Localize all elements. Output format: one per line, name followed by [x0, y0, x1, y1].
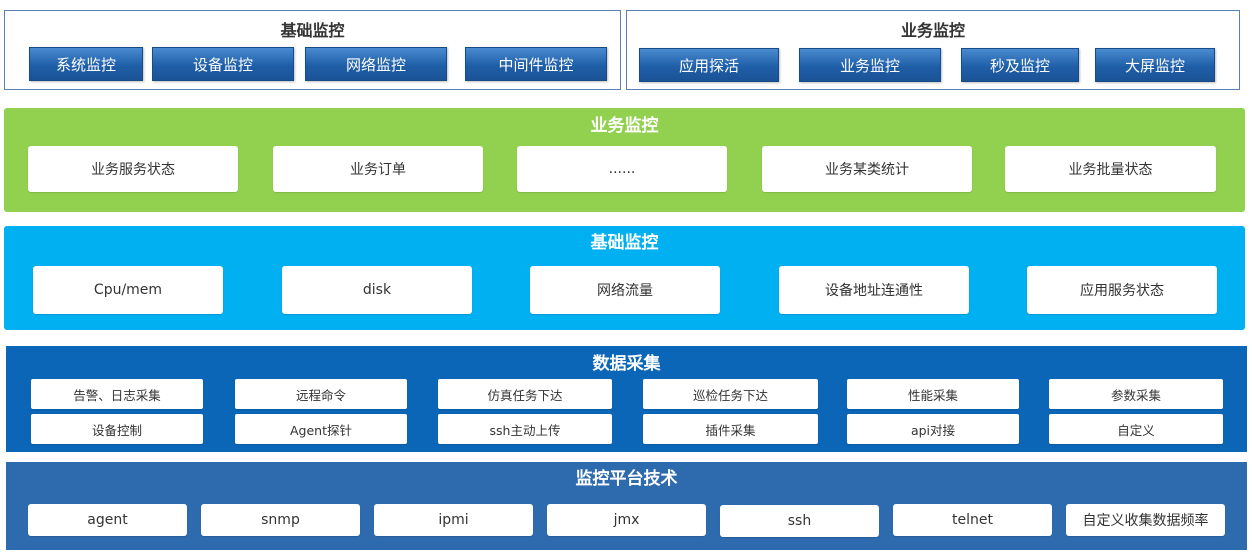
tech-item-ssh[interactable]: ssh	[720, 505, 879, 537]
app-probe-button[interactable]: 应用探活	[639, 48, 779, 82]
network-monitoring-button[interactable]: 网络监控	[305, 47, 447, 81]
tech-item-snmp[interactable]: snmp	[201, 504, 360, 536]
base-monitoring-layer: 基础监控 Cpu/mem disk 网络流量 设备地址连通性 应用服务状态	[4, 226, 1245, 330]
layer-title: 监控平台技术	[575, 469, 678, 489]
tech-item-custom-frequency[interactable]: 自定义收集数据频率	[1066, 504, 1225, 536]
data-collection-layer: 数据采集 告警、日志采集 远程命令 仿真任务下达 巡检任务下达 性能采集 参数采…	[6, 346, 1247, 452]
biz-item-batch-status[interactable]: 业务批量状态	[1005, 146, 1216, 192]
base-item-network-traffic[interactable]: 网络流量	[530, 266, 720, 314]
base-item-disk[interactable]: disk	[282, 266, 472, 314]
business-monitoring-button[interactable]: 业务监控	[799, 48, 941, 82]
collect-item-inspection-task[interactable]: 巡检任务下达	[643, 379, 818, 409]
collect-item-plugin[interactable]: 插件采集	[643, 414, 818, 444]
tech-item-agent[interactable]: agent	[28, 504, 187, 536]
base-item-cpu-mem[interactable]: Cpu/mem	[33, 266, 223, 314]
second-level-monitoring-button[interactable]: 秒及监控	[961, 48, 1079, 82]
layer-title: 业务监控	[590, 116, 659, 136]
middleware-monitoring-button[interactable]: 中间件监控	[465, 47, 607, 81]
collect-item-api[interactable]: api对接	[847, 414, 1019, 444]
base-item-app-service-status[interactable]: 应用服务状态	[1027, 266, 1217, 314]
biz-item-ellipsis[interactable]: ......	[517, 146, 727, 192]
biz-item-service-status[interactable]: 业务服务状态	[28, 146, 238, 192]
system-monitoring-button[interactable]: 系统监控	[29, 47, 143, 81]
collect-item-custom[interactable]: 自定义	[1049, 414, 1223, 444]
tech-item-telnet[interactable]: telnet	[893, 504, 1052, 536]
collect-item-performance[interactable]: 性能采集	[847, 379, 1019, 409]
business-monitoring-layer: 业务监控 业务服务状态 业务订单 ...... 业务某类统计 业务批量状态	[4, 108, 1245, 212]
panel-title: 业务监控	[900, 21, 965, 40]
biz-item-orders[interactable]: 业务订单	[273, 146, 483, 192]
top-panel-base-monitoring: 基础监控 系统监控 设备监控 网络监控 中间件监控	[4, 10, 621, 90]
collect-item-simulation-task[interactable]: 仿真任务下达	[438, 379, 612, 409]
platform-technology-layer: 监控平台技术 agent snmp ipmi jmx ssh telnet 自定…	[6, 462, 1247, 550]
device-monitoring-button[interactable]: 设备监控	[152, 47, 294, 81]
collect-item-device-control[interactable]: 设备控制	[31, 414, 203, 444]
tech-item-ipmi[interactable]: ipmi	[374, 504, 533, 536]
big-screen-monitoring-button[interactable]: 大屏监控	[1095, 48, 1215, 82]
base-item-address-connectivity[interactable]: 设备地址连通性	[779, 266, 969, 314]
biz-item-category-stats[interactable]: 业务某类统计	[762, 146, 972, 192]
collect-item-alarm-log[interactable]: 告警、日志采集	[31, 379, 203, 409]
collect-item-remote-command[interactable]: 远程命令	[235, 379, 407, 409]
top-panel-business-monitoring: 业务监控 应用探活 业务监控 秒及监控 大屏监控	[626, 10, 1240, 90]
collect-item-agent-probe[interactable]: Agent探针	[235, 414, 407, 444]
layer-title: 数据采集	[592, 354, 661, 374]
panel-title: 基础监控	[280, 21, 345, 40]
layer-title: 基础监控	[590, 233, 659, 253]
tech-item-jmx[interactable]: jmx	[547, 504, 706, 536]
collect-item-ssh-upload[interactable]: ssh主动上传	[438, 414, 612, 444]
collect-item-parameters[interactable]: 参数采集	[1049, 379, 1223, 409]
